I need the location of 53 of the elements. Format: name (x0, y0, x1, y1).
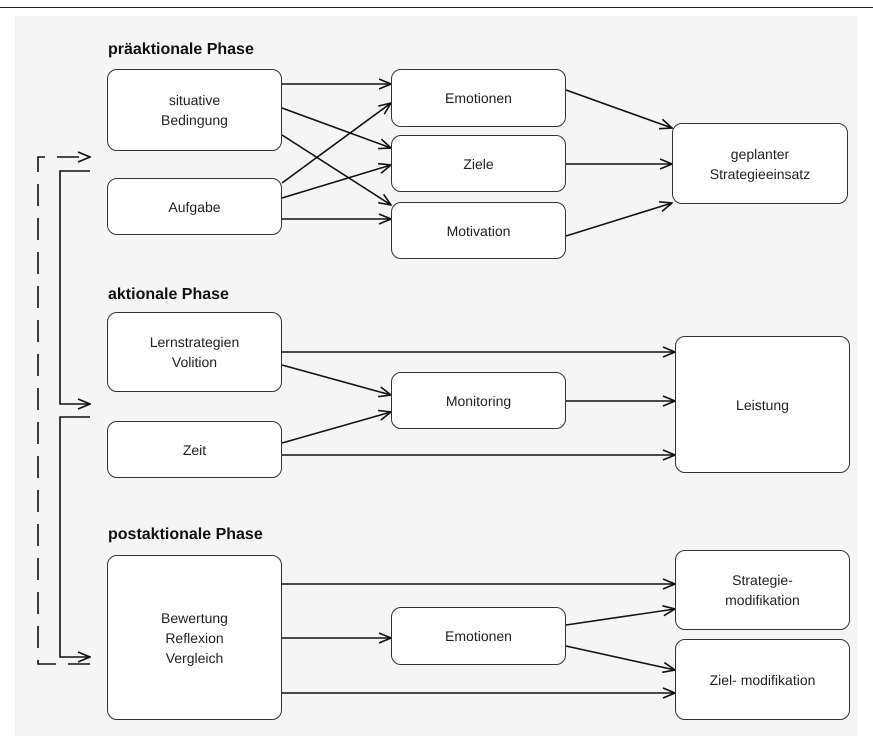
box-label: Motivation (446, 222, 510, 240)
arrow (282, 687, 676, 699)
process-box (107, 178, 282, 235)
box-label: Zeit (182, 440, 206, 460)
arrow (566, 89, 673, 130)
process-box (391, 372, 566, 429)
process-box (391, 69, 566, 127)
process-box (675, 550, 850, 630)
arrow (282, 410, 392, 444)
arrow (282, 162, 392, 199)
arrow (282, 213, 392, 225)
arrow (59, 416, 91, 663)
box-label: Monitoring (446, 392, 512, 410)
process-box (107, 421, 282, 478)
process-box (675, 336, 850, 473)
arrow (282, 134, 392, 206)
process-box (107, 69, 282, 151)
process-box (675, 639, 850, 720)
process-box (391, 135, 566, 192)
box-label: Strategie- modifikation (724, 571, 801, 610)
arrow (282, 364, 392, 398)
process-box (391, 202, 566, 259)
box-label: Emotionen (445, 89, 512, 108)
box-label: situative Bedingung (160, 91, 229, 130)
process-box (107, 555, 282, 720)
arrow (566, 201, 673, 237)
process-box (107, 312, 282, 392)
box-label: Leistung (736, 396, 789, 414)
box-label: geplanter Strategieeinsatz (708, 144, 812, 184)
phase-heading: präaktionale Phase (108, 40, 254, 60)
process-box (672, 123, 848, 204)
arrow (282, 78, 392, 90)
arrow (566, 645, 676, 674)
arrow (282, 346, 676, 358)
arrow (282, 102, 392, 184)
arrow (566, 158, 673, 170)
arrow (59, 170, 91, 410)
phase-heading: postaktionale Phase (108, 525, 263, 545)
arrow (566, 395, 676, 407)
box-label: Bewertung Reflexion Vergleich (160, 608, 229, 668)
arrow (282, 632, 392, 644)
arrow (282, 578, 676, 590)
process-box (391, 607, 566, 665)
phase-heading: aktionale Phase (108, 285, 229, 305)
box-label: Ziele (463, 154, 494, 174)
arrow (282, 107, 392, 150)
arrow (566, 605, 676, 626)
arrow (282, 449, 676, 461)
box-label: Lernstrategien Volition (148, 333, 240, 372)
box-label: Ziel- modifikation (710, 670, 816, 690)
arrow (37, 151, 91, 665)
box-label: Aufgabe (168, 198, 221, 216)
box-label: Emotionen (445, 627, 512, 646)
